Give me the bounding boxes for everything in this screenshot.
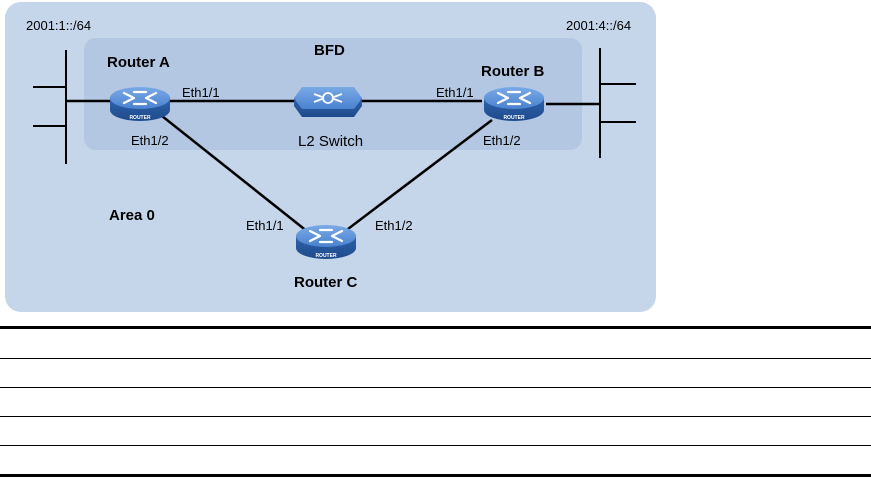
network-left-label: 2001:1::/64 [26, 18, 91, 33]
table-row-rule [0, 358, 871, 359]
router-c-icon: ROUTER [296, 225, 356, 259]
router-a-label: Router A [107, 54, 170, 71]
router-c-badge: ROUTER [315, 253, 337, 259]
router-b-badge: ROUTER [503, 115, 525, 121]
router-b-port-eth1-2: Eth1/2 [483, 133, 521, 148]
router-a-icon: ROUTER [110, 87, 170, 121]
router-c-port-eth1-1: Eth1/1 [246, 218, 284, 233]
links [66, 99, 600, 233]
router-a-port-eth1-2: Eth1/2 [131, 133, 169, 148]
area-label: Area 0 [109, 207, 155, 224]
table-row-rule [0, 387, 871, 388]
left-network-segment [33, 50, 67, 164]
link-router-b-router-c [343, 119, 493, 233]
switch-label: L2 Switch [298, 133, 363, 150]
network-right-label: 2001:4::/64 [566, 18, 631, 33]
router-c-port-eth1-2: Eth1/2 [375, 218, 413, 233]
router-b-label: Router B [481, 63, 545, 80]
table-bottom-rule [0, 474, 871, 477]
router-b-port-eth1-1: Eth1/1 [436, 85, 474, 100]
router-c-label: Router C [294, 274, 358, 291]
l2-switch-icon [294, 87, 362, 117]
bfd-label: BFD [314, 42, 345, 59]
router-a-badge: ROUTER [129, 115, 151, 121]
network-topology-diagram: 2001:1::/64 2001:4::/64 BFD Area 0 ROUTE… [5, 2, 656, 312]
router-b-icon: ROUTER [484, 87, 544, 121]
empty-table [0, 325, 871, 479]
table-row-rule [0, 416, 871, 417]
table-top-rule [0, 326, 871, 329]
router-a-port-eth1-1: Eth1/1 [182, 85, 220, 100]
link-router-a-router-c [161, 115, 309, 233]
table-row-rule [0, 445, 871, 446]
